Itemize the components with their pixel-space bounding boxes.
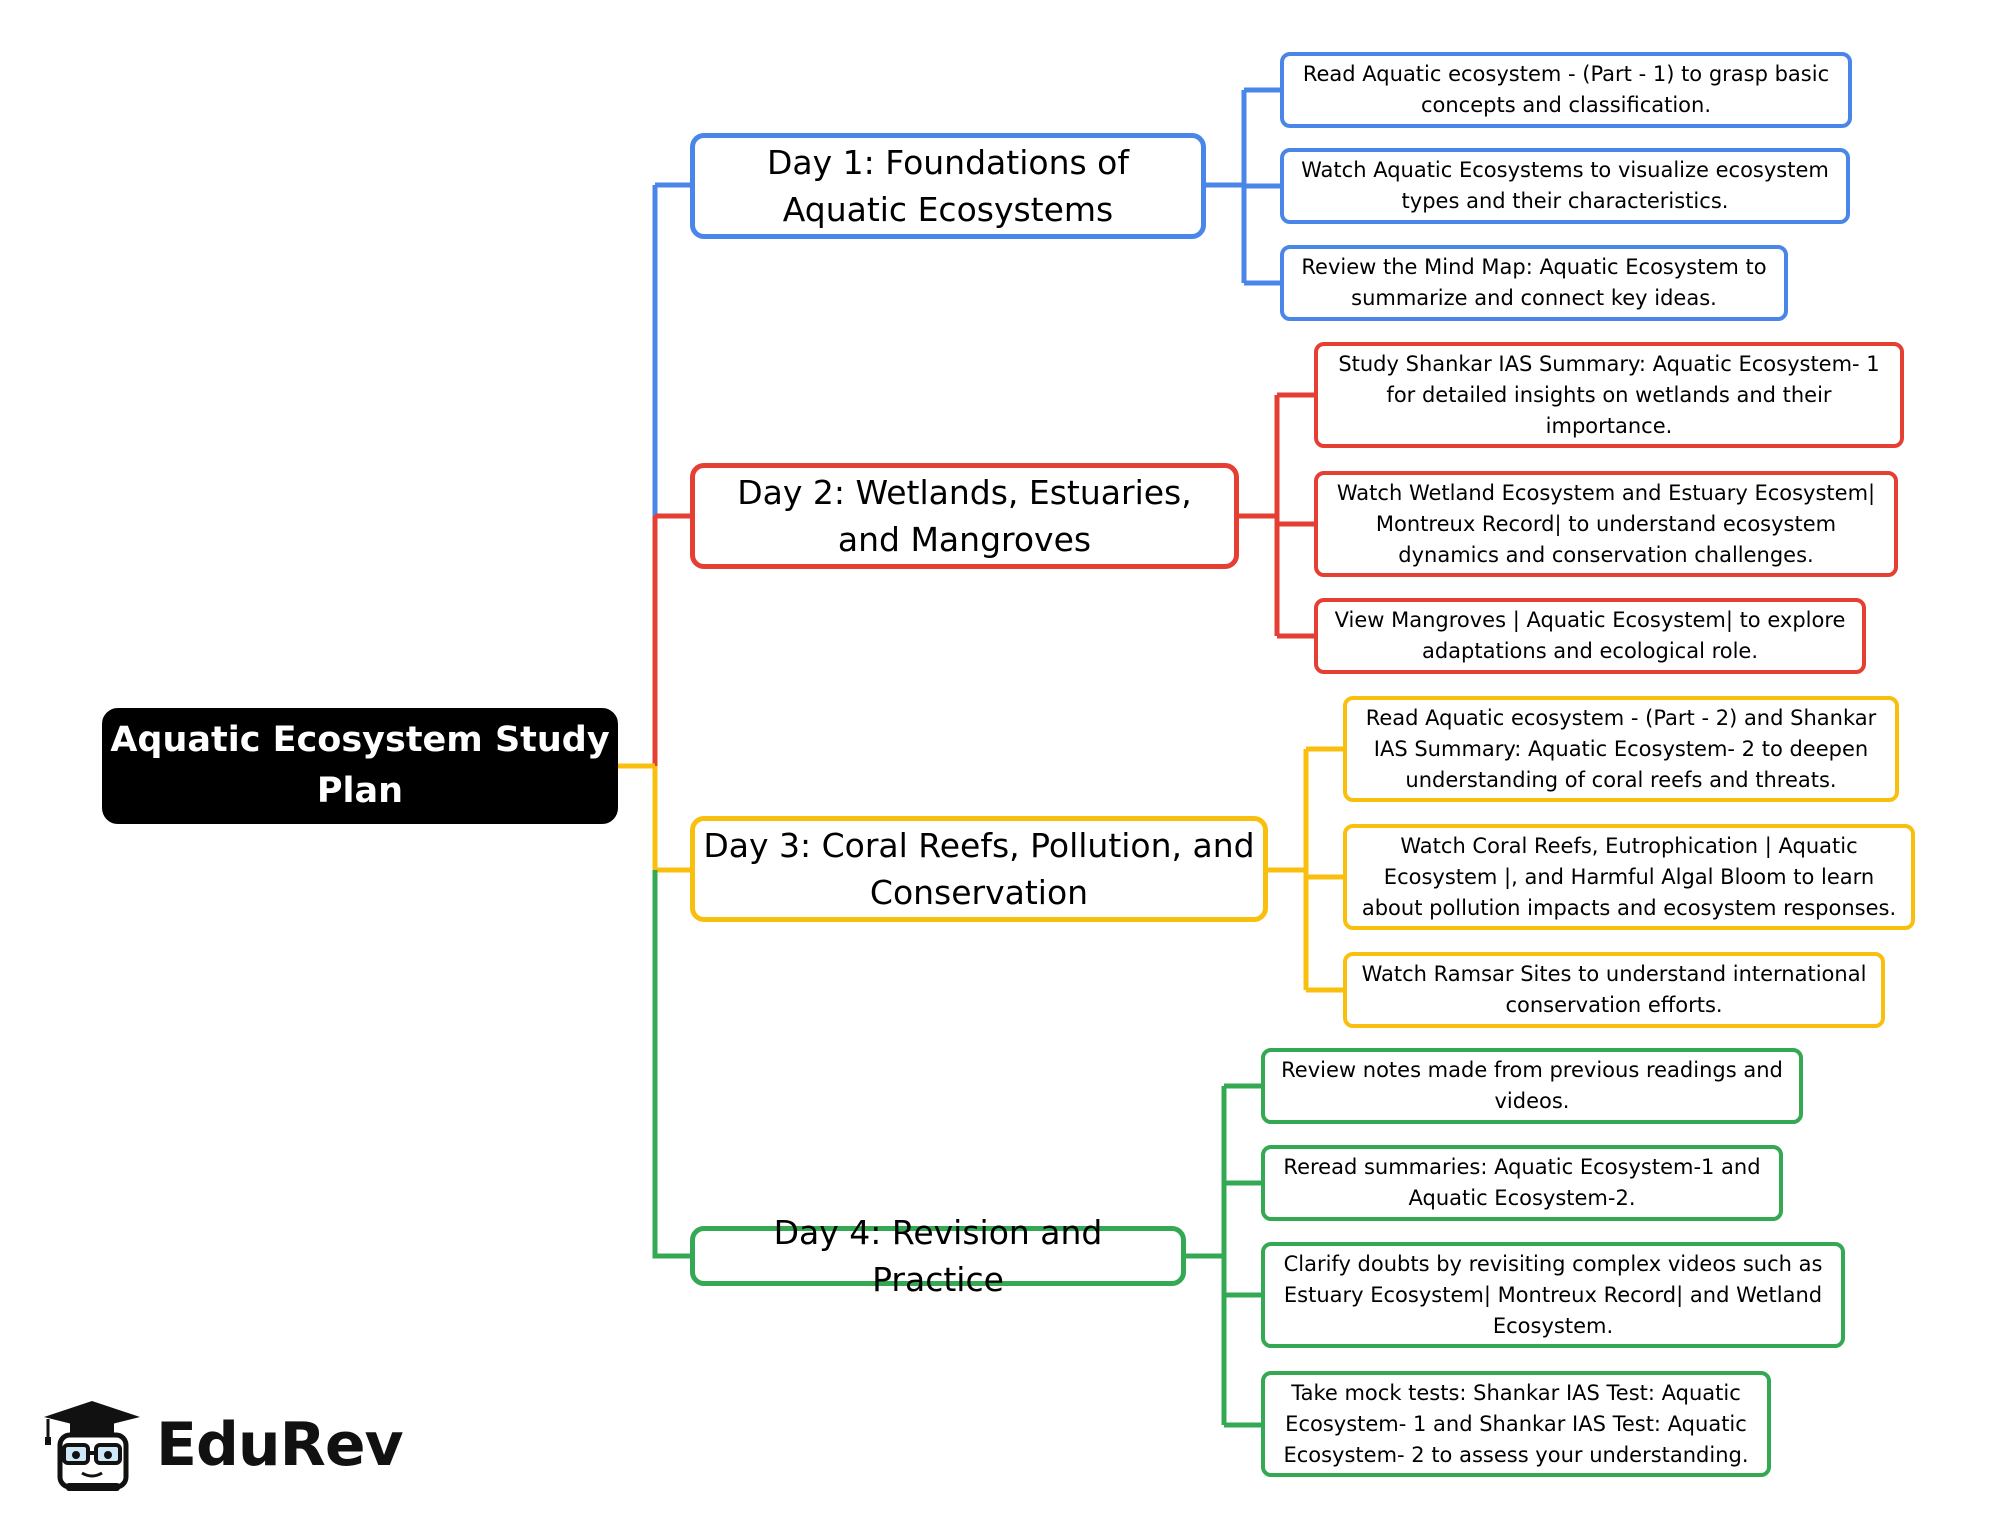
root-node: Aquatic Ecosystem Study Plan	[102, 708, 618, 824]
day-4-task-1: Review notes made from previous readings…	[1261, 1048, 1803, 1124]
day-3-task-3: Watch Ramsar Sites to understand interna…	[1343, 952, 1885, 1028]
day-3-node: Day 3: Coral Reefs, Pollution, and Conse…	[690, 816, 1268, 922]
connector-root-day4	[652, 870, 690, 1259]
day-1-node: Day 1: Foundations of Aquatic Ecosystems	[690, 133, 1206, 239]
connector-day3-tasks	[1267, 746, 1344, 993]
connector-day4-tasks	[1184, 1083, 1262, 1428]
day-1-label: Day 1: Foundations of Aquatic Ecosystems	[767, 143, 1129, 229]
day-1-task-3: Review the Mind Map: Aquatic Ecosystem t…	[1280, 245, 1788, 321]
day-3-task-2: Watch Coral Reefs, Eutrophication | Aqua…	[1343, 824, 1915, 930]
day-3-label: Day 3: Coral Reefs, Pollution, and Conse…	[703, 826, 1255, 912]
day-4-task-4: Take mock tests: Shankar IAS Test: Aquat…	[1261, 1371, 1771, 1477]
day-2-task-3: View Mangroves | Aquatic Ecosystem| to e…	[1314, 598, 1866, 674]
day-2-node: Day 2: Wetlands, Estuaries, and Mangrove…	[690, 463, 1239, 569]
day-2-task-2: Watch Wetland Ecosystem and Estuary Ecos…	[1314, 471, 1898, 577]
day-1-task-2: Watch Aquatic Ecosystems to visualize ec…	[1280, 148, 1850, 224]
day-4-task-2: Reread summaries: Aquatic Ecosystem-1 an…	[1261, 1145, 1783, 1221]
root-label: Aquatic Ecosystem Study Plan	[110, 720, 610, 811]
connector-root-day3	[652, 766, 690, 873]
day-3-task-1: Read Aquatic ecosystem - (Part - 2) and …	[1343, 696, 1899, 802]
day-2-task-1: Study Shankar IAS Summary: Aquatic Ecosy…	[1314, 342, 1904, 448]
day-1-task-1: Read Aquatic ecosystem - (Part - 1) to g…	[1280, 52, 1852, 128]
connector-day1-tasks	[1204, 87, 1281, 286]
connector-day2-tasks	[1238, 392, 1315, 639]
day-2-label: Day 2: Wetlands, Estuaries, and Mangrove…	[737, 473, 1192, 559]
edurev-logo: EduRev	[36, 1390, 404, 1500]
day-4-task-3: Clarify doubts by revisiting complex vid…	[1261, 1242, 1845, 1348]
day-4-node: Day 4: Revision and Practice	[690, 1213, 1186, 1299]
day-4-label: Day 4: Revision and Practice	[773, 1213, 1103, 1299]
connector-root-day2	[652, 513, 690, 766]
graduate-mascot-icon	[44, 1401, 140, 1491]
logo-text: EduRev	[156, 1410, 404, 1480]
